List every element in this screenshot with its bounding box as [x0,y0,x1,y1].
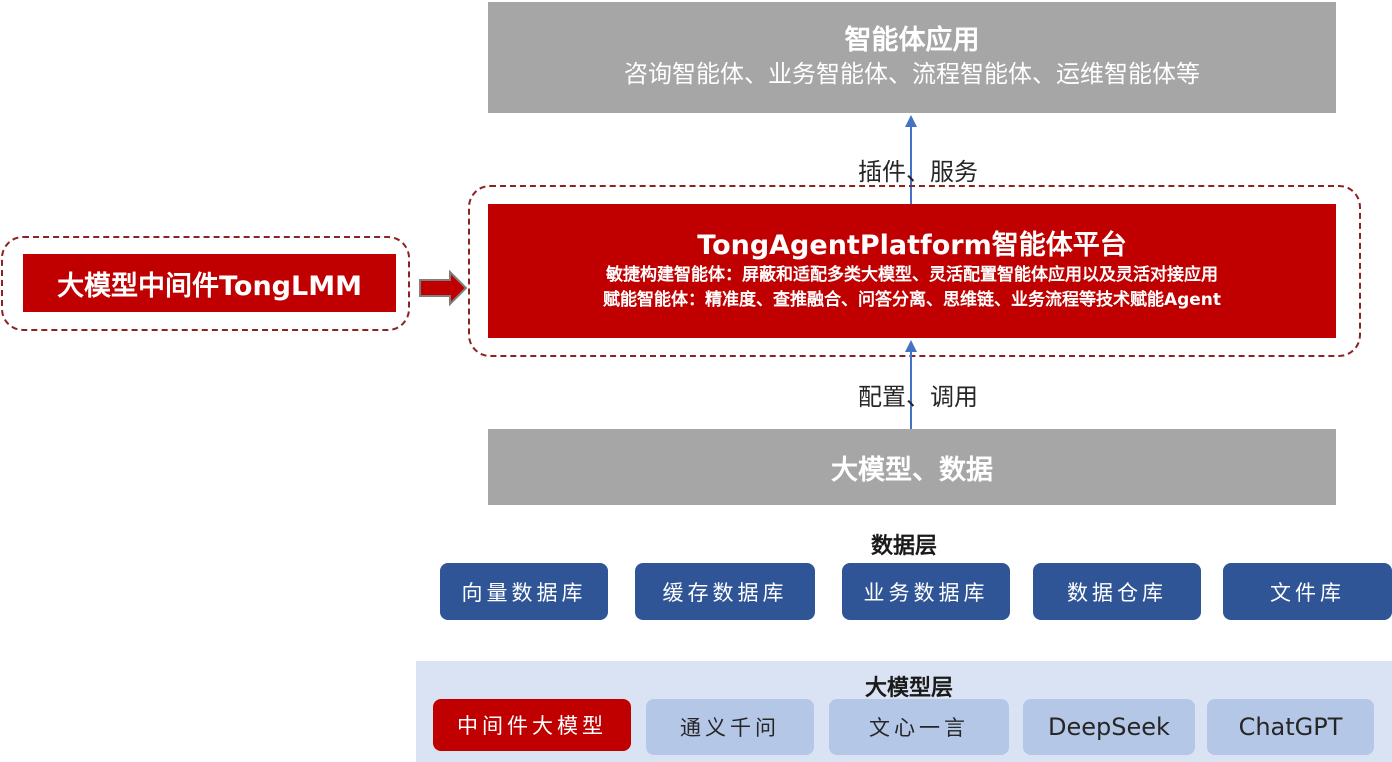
model-item-label: 通义千问 [680,716,780,740]
connector-bottom-label: 配置、调用 [858,383,978,411]
connector-line-bottom [910,350,912,430]
model-item-label: 中间件大模型 [457,714,607,738]
middleware-label: 大模型中间件TongLMM [57,270,362,302]
data-item-file-store[interactable]: 文件库 [1223,563,1392,620]
model-item-chatgpt[interactable]: ChatGPT [1207,699,1374,755]
platform-title: TongAgentPlatform智能体平台 [697,230,1127,261]
data-layer-title: 数据层 [870,534,937,559]
model-item-label: 文心一言 [869,716,969,740]
agent-application-subtitle: 咨询智能体、业务智能体、流程智能体、运维智能体等 [624,60,1200,88]
platform-box: TongAgentPlatform智能体平台 敏捷构建智能体：屏蔽和适配多类大模… [488,204,1336,338]
data-item-label: 文件库 [1270,580,1345,605]
data-item-label: 缓存数据库 [662,580,788,605]
connector-top-label: 插件、服务 [858,158,978,186]
platform-dashed-frame [468,185,1361,357]
model-item-middleware-llm[interactable]: 中间件大模型 [433,699,631,751]
model-item-label: ChatGPT [1238,713,1343,741]
agent-application-layer: 智能体应用 咨询智能体、业务智能体、流程智能体、运维智能体等 [488,2,1336,113]
model-data-box: 大模型、数据 [488,429,1336,505]
model-data-title: 大模型、数据 [831,454,993,486]
data-item-label: 业务数据库 [863,580,989,605]
connector-line-top [910,125,912,204]
middleware-dashed-frame [1,236,410,331]
middleware-box: 大模型中间件TongLMM [23,254,396,312]
arrow-right-icon [419,270,468,306]
model-item-tongyi-qianwen[interactable]: 通义千问 [646,699,814,755]
model-layer-title: 大模型层 [864,676,953,701]
agent-application-title: 智能体应用 [844,25,980,56]
data-item-label: 数据仓库 [1067,580,1167,605]
model-item-wenxin-yiyan[interactable]: 文心一言 [829,699,1009,755]
model-item-deepseek[interactable]: DeepSeek [1023,699,1195,755]
data-item-data-warehouse[interactable]: 数据仓库 [1033,563,1201,620]
arrow-up-icon [905,115,917,127]
data-item-vector-db[interactable]: 向量数据库 [440,563,608,620]
model-item-label: DeepSeek [1048,713,1170,741]
platform-line-2: 赋能智能体：精准度、查推融合、问答分离、思维链、业务流程等技术赋能Agent [602,290,1222,310]
data-item-business-db[interactable]: 业务数据库 [842,563,1010,620]
arrow-up-icon [905,340,917,352]
platform-line-1: 敏捷构建智能体：屏蔽和适配多类大模型、灵活配置智能体应用以及灵活对接应用 [606,265,1218,285]
data-item-cache-db[interactable]: 缓存数据库 [635,563,815,620]
data-item-label: 向量数据库 [461,580,587,605]
